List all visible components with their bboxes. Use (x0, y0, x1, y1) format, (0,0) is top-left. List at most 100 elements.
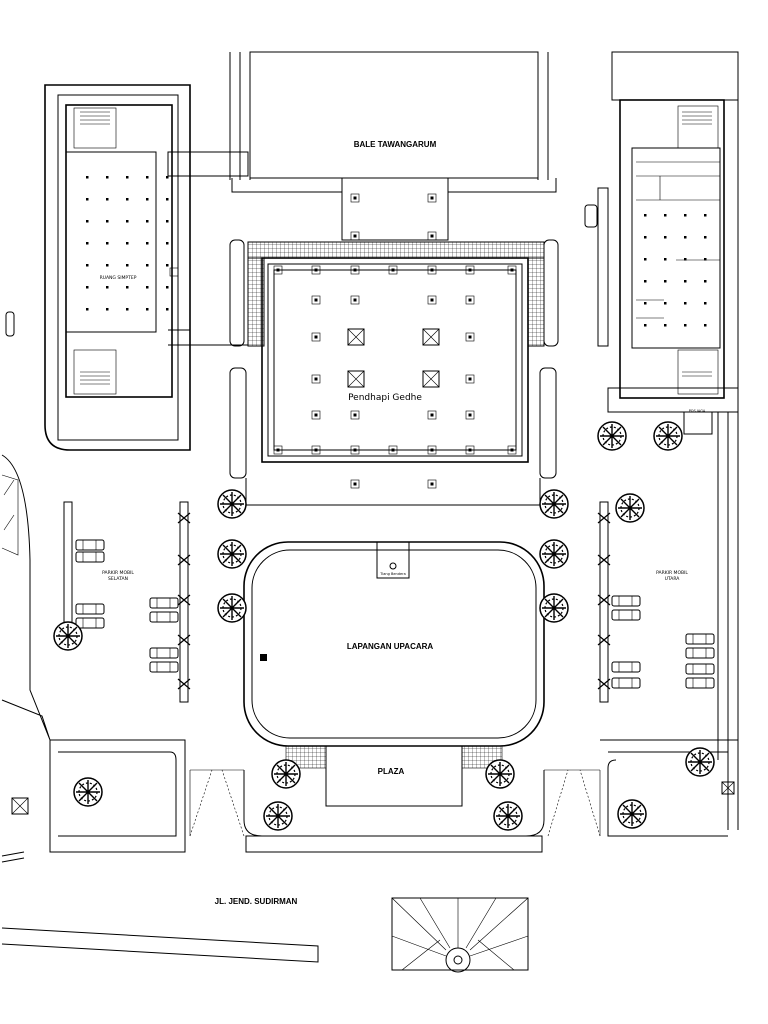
column-dot (684, 302, 687, 305)
tree-icon (685, 747, 715, 777)
tree-icon (493, 801, 523, 831)
column-dot (106, 220, 109, 223)
post-icon (597, 554, 611, 566)
tree-icon (615, 493, 645, 523)
column-dot (704, 258, 707, 261)
column-dot (86, 220, 89, 223)
column-dot (664, 214, 667, 217)
plaza: PLAZA (243, 745, 545, 853)
column-dot (126, 308, 129, 311)
road: JL. JEND. SUDIRMAN (1, 897, 319, 963)
column-dot (166, 176, 169, 179)
pendhapi-column (427, 410, 437, 420)
column-dot (106, 264, 109, 267)
column-dot (126, 198, 129, 201)
column-dot (86, 198, 89, 201)
column-dot (684, 280, 687, 283)
parkir-selatan-line2: SELATAN (108, 576, 128, 582)
tree-icon (539, 539, 569, 569)
lapangan-upacara: Tiang Bendera LAPANGAN UPACARA (243, 541, 545, 747)
connector-hall (231, 177, 557, 241)
north-boundary (229, 52, 549, 180)
pendhapi-column (465, 410, 475, 420)
parkir-utara-line2: UTARA (665, 576, 681, 582)
column-dot (126, 176, 129, 179)
column-dot (684, 236, 687, 239)
tree-icon (217, 539, 247, 569)
column-dot (126, 220, 129, 223)
column-dot (644, 214, 647, 217)
post-icon (177, 512, 191, 524)
pendhapi-column (465, 295, 475, 305)
column-dot (166, 308, 169, 311)
column-dot (644, 324, 647, 327)
pendhapi-column (427, 295, 437, 305)
tree-icon (217, 593, 247, 623)
pendhapi-column (350, 295, 360, 305)
post-icon (597, 634, 611, 646)
pendhapi-label: Pendhapi Gedhe (348, 393, 422, 403)
column-dot (166, 242, 169, 245)
column-dot (126, 286, 129, 289)
ruang-label: RUANG SIMPTEP (100, 275, 137, 281)
column-dot (86, 286, 89, 289)
post-icon (177, 594, 191, 606)
bale-tawangarum: BALE TAWANGARUM (249, 51, 539, 179)
pendhapi-column (311, 332, 321, 342)
post-icon (177, 554, 191, 566)
column-dot (86, 308, 89, 311)
column-dot (644, 302, 647, 305)
tree-icon (539, 489, 569, 519)
column-dot (704, 324, 707, 327)
column-dot (166, 198, 169, 201)
column-dot (86, 242, 89, 245)
post-icon (597, 512, 611, 524)
tree-icon (653, 421, 683, 451)
column-dot (86, 176, 89, 179)
pendhapi-column (311, 374, 321, 384)
column-dot (684, 324, 687, 327)
lapangan-label: LAPANGAN UPACARA (347, 642, 434, 651)
column-dot (146, 264, 149, 267)
tree-icon (263, 801, 293, 831)
column-dot (704, 280, 707, 283)
column-dot (146, 242, 149, 245)
south-roundabout (391, 897, 529, 973)
column-dot (86, 264, 89, 267)
pendhapi-gedhe: Pendhapi Gedhe (229, 239, 559, 479)
column-dot (704, 302, 707, 305)
left-building: RUANG SIMPTEP (44, 84, 191, 451)
tree-icon (73, 777, 103, 807)
column-dot (106, 308, 109, 311)
post-icon (177, 678, 191, 690)
column-dot (704, 236, 707, 239)
plaza-label: PLAZA (378, 767, 405, 776)
bollards (177, 512, 611, 690)
tree-icon (597, 421, 627, 451)
column-dot (146, 176, 149, 179)
parkir-utara-line1: PARKIR MOBIL (656, 570, 688, 576)
column-dot (664, 324, 667, 327)
left-corridor (167, 151, 249, 346)
west-fragments (1, 311, 51, 863)
column-dot (166, 220, 169, 223)
right-building: POS JAGA (584, 51, 739, 830)
column-dot (684, 258, 687, 261)
column-dot (146, 198, 149, 201)
parking-selatan: PARKIR MOBIL SELATAN (63, 501, 189, 703)
tree-icon (485, 759, 515, 789)
tree-icon (617, 799, 647, 829)
column-dot (106, 176, 109, 179)
column-dot (644, 258, 647, 261)
column-dot (664, 302, 667, 305)
column-dot (106, 286, 109, 289)
column-dot (664, 258, 667, 261)
column-dot (664, 236, 667, 239)
pendhapi-column (311, 295, 321, 305)
jalan-label: JL. JEND. SUDIRMAN (215, 897, 298, 906)
column-dot (644, 236, 647, 239)
column-dot (644, 280, 647, 283)
column-dot (126, 264, 129, 267)
column-dot (664, 280, 667, 283)
column-dot (166, 264, 169, 267)
